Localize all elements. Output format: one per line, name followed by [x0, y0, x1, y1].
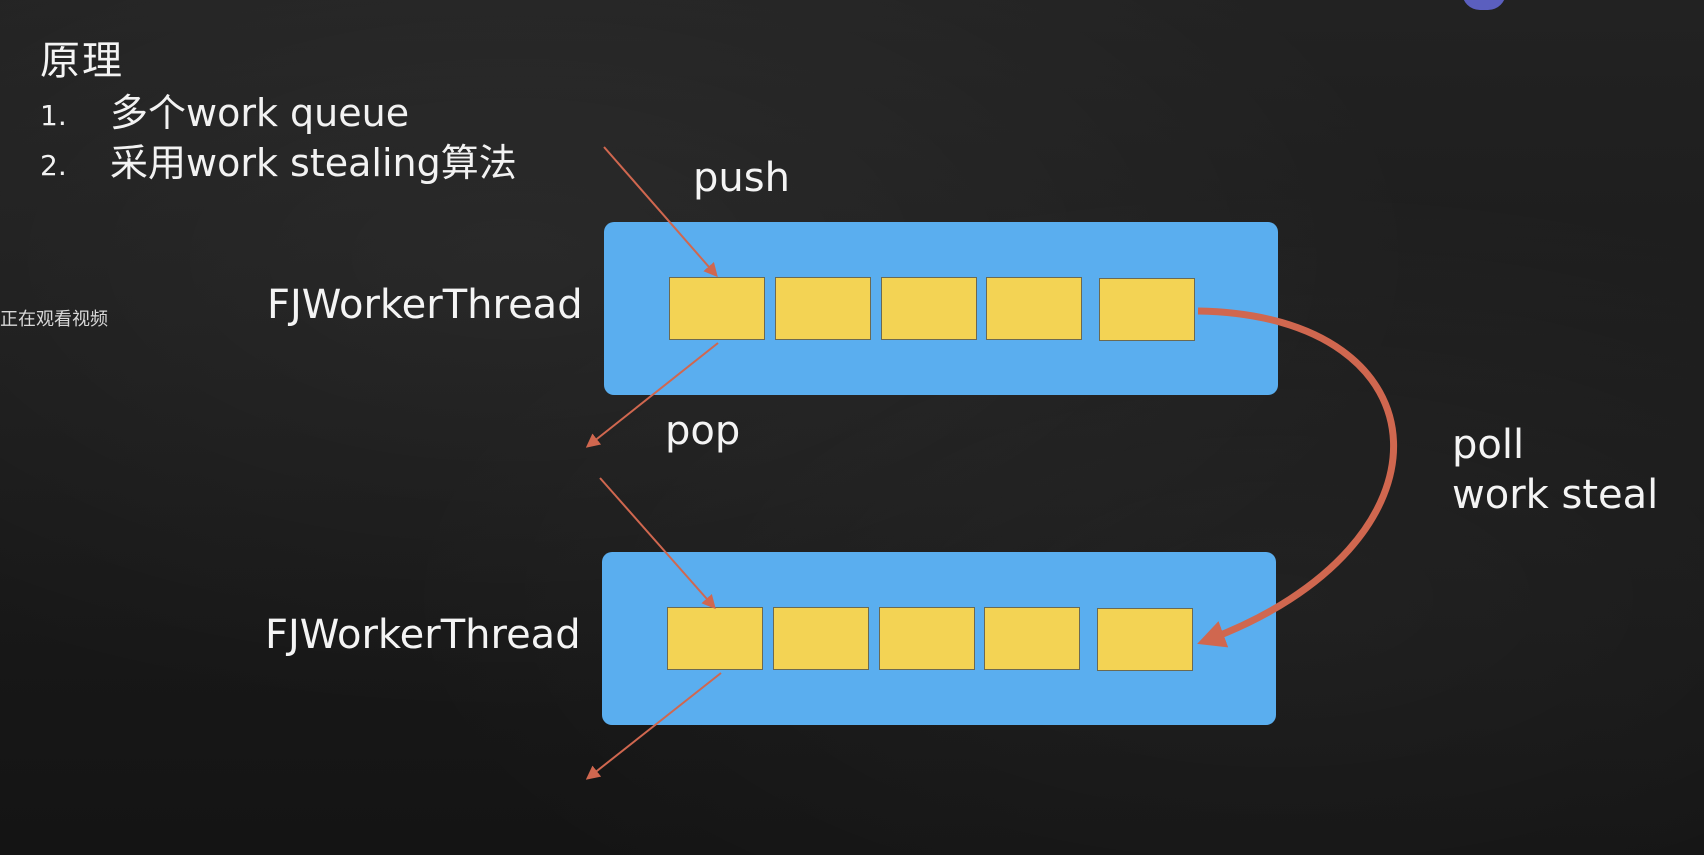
task-slot — [881, 277, 977, 340]
push-arrow-bottom — [599, 477, 716, 610]
task-slot — [1097, 608, 1193, 671]
task-slot — [984, 607, 1080, 670]
corner-logo-icon — [1462, 0, 1506, 10]
poll-label: poll — [1452, 422, 1525, 468]
pop-arrow-bottom — [585, 672, 722, 780]
task-slot — [667, 607, 763, 670]
poll-work-steal-label: poll work steal — [1452, 420, 1658, 520]
thread-label-top: FJWorkerThread — [267, 282, 583, 328]
work-steal-label: work steal — [1452, 472, 1659, 518]
list-text: 采用work stealing算法 — [110, 141, 517, 185]
task-slot — [775, 277, 871, 340]
list-number: 2. — [40, 149, 67, 182]
thread-label-bottom: FJWorkerThread — [265, 612, 581, 658]
pop-label: pop — [665, 408, 741, 454]
list-number: 1. — [40, 99, 67, 132]
push-arrow-top — [603, 146, 718, 278]
task-slot — [986, 277, 1082, 340]
push-label: push — [693, 155, 790, 201]
slide-title: 原理 — [40, 38, 124, 84]
work-queue-bottom — [602, 552, 1276, 725]
pop-arrow-top — [585, 342, 719, 448]
task-slot — [879, 607, 975, 670]
work-steal-arrow — [1197, 307, 1397, 648]
task-slot — [773, 607, 869, 670]
list-item: 1. 多个work queue — [40, 82, 409, 137]
work-queue-top — [604, 222, 1278, 395]
list-item: 2. 采用work stealing算法 — [40, 132, 517, 187]
watching-overlay-text: 正在观看视频 — [0, 309, 108, 330]
list-text: 多个work queue — [110, 91, 410, 135]
task-slot — [1099, 278, 1195, 341]
task-slot — [669, 277, 765, 340]
